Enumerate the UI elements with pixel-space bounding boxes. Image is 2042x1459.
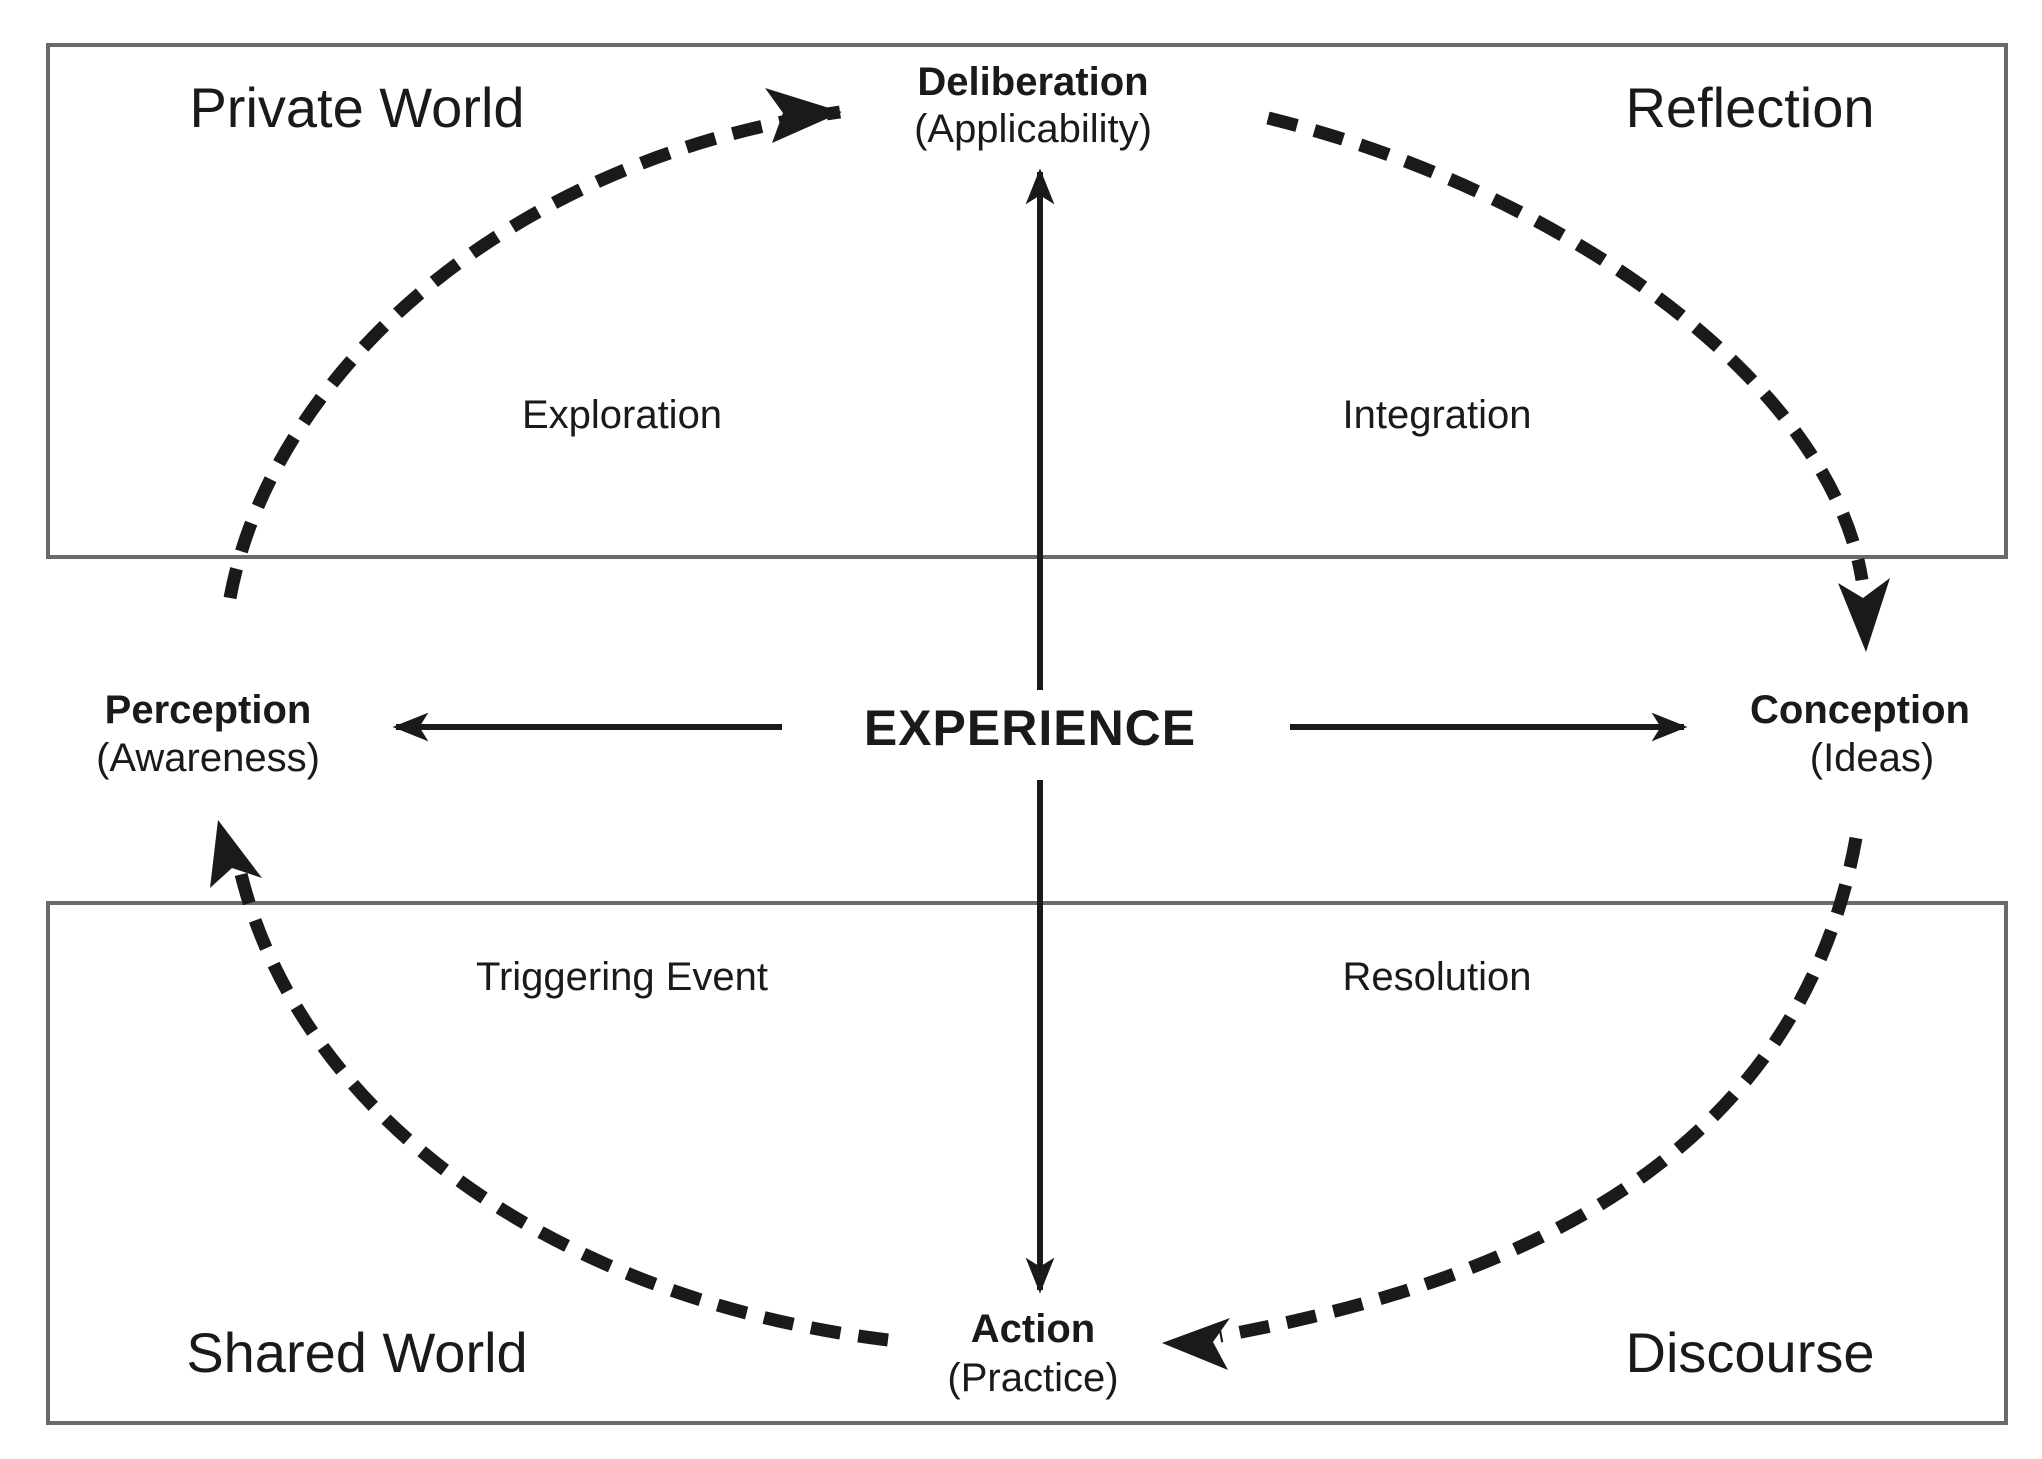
node-action-title: Action — [971, 1307, 1095, 1351]
label-resolution: Resolution — [1342, 955, 1531, 999]
shared-world-frame — [46, 901, 2008, 1425]
node-deliberation-title: Deliberation — [917, 60, 1148, 104]
label-experience: EXPERIENCE — [864, 700, 1196, 756]
node-perception-subtitle: (Awareness) — [96, 736, 320, 780]
label-reflection: Reflection — [1625, 76, 1874, 139]
arc-action-to-perception — [233, 868, 889, 1347]
label-exploration: Exploration — [522, 393, 722, 437]
arc-perception-to-deliberation — [223, 105, 841, 600]
node-perception-title: Perception — [105, 688, 312, 732]
private-world-frame — [46, 43, 2008, 559]
label-discourse: Discourse — [1626, 1321, 1875, 1384]
label-triggering-event: Triggering Event — [476, 955, 768, 999]
node-action-subtitle: (Practice) — [947, 1356, 1118, 1400]
label-private-world: Private World — [189, 76, 524, 139]
node-conception-title: Conception — [1750, 688, 1970, 732]
arrowhead-deliberation — [765, 88, 842, 143]
arrowhead-perception — [210, 820, 262, 888]
arc-conception-to-action — [1218, 836, 1863, 1343]
label-shared-world: Shared World — [186, 1321, 527, 1384]
node-deliberation-subtitle: (Applicability) — [914, 107, 1152, 151]
arc-deliberation-to-conception — [1266, 111, 1869, 582]
arrowhead-action — [1162, 1318, 1230, 1370]
label-integration: Integration — [1342, 393, 1531, 437]
arrowhead-conception — [1838, 578, 1890, 652]
node-conception-subtitle: (Ideas) — [1810, 736, 1935, 780]
